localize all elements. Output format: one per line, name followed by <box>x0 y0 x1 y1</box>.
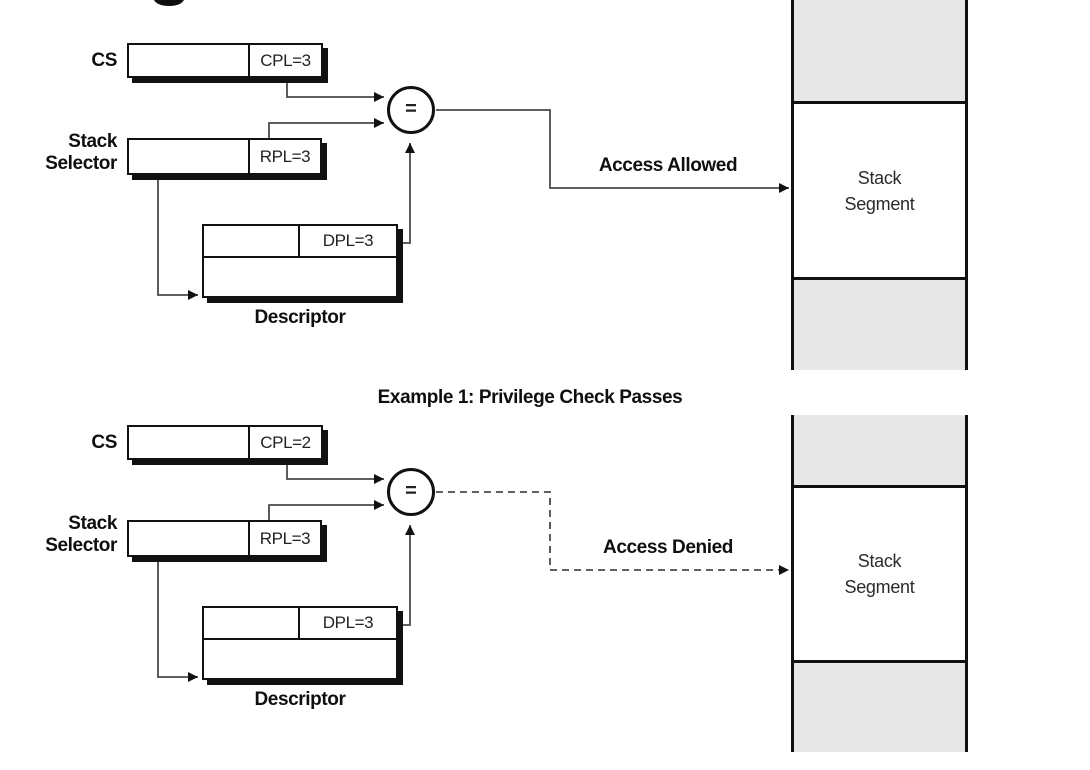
stack-selector-empty-field-2 <box>129 522 248 555</box>
stack-segment-line2: Segment <box>844 193 915 214</box>
cs-register-label: CS <box>91 50 117 71</box>
cs-selector-empty-field-2 <box>129 427 248 458</box>
descriptor-2-bottom-row <box>204 640 396 678</box>
stack-segment-box: Stack Segment <box>794 101 965 280</box>
cs-selector-empty-field <box>129 45 248 76</box>
cpl-value-2: CPL=2 <box>248 427 321 458</box>
cpl-to-comparator-arrow <box>286 78 384 102</box>
stack-selector-box-2: RPL=3 <box>127 520 322 557</box>
rpl-value: RPL=3 <box>248 140 320 173</box>
selector-to-descriptor-arrow <box>157 175 198 300</box>
descriptor-box: DPL=3 <box>202 224 398 298</box>
rpl-to-comparator-arrow <box>268 118 384 138</box>
descriptor-top-row: DPL=3 <box>204 226 396 258</box>
equals-comparator-circle: = <box>387 86 435 134</box>
stack-selector-label-line2: Selector <box>45 153 117 174</box>
cpl2-to-comparator-arrow <box>286 460 384 484</box>
cs-register-box: CPL=3 <box>127 43 323 78</box>
rpl-value-2: RPL=3 <box>248 522 320 555</box>
memory-column-2: Stack Segment <box>791 415 968 752</box>
cs-register-box-2: CPL=2 <box>127 425 323 460</box>
cpl-value: CPL=3 <box>248 45 321 76</box>
access-denied-label: Access Denied <box>603 537 733 558</box>
access-allowed-label: Access Allowed <box>598 155 738 176</box>
descriptor-2-empty-field <box>204 608 298 638</box>
dpl2-to-comparator-arrow <box>398 525 415 626</box>
stack-selector-label: Stack Selector <box>30 131 117 175</box>
descriptor-box-2: DPL=3 <box>202 606 398 680</box>
descriptor-2-top-row: DPL=3 <box>204 608 396 640</box>
cropped-character-artifact <box>154 0 184 6</box>
dpl-to-comparator-arrow <box>398 143 415 244</box>
memory-column: Stack Segment <box>791 0 968 370</box>
stack-segment-line1: Stack <box>857 167 902 188</box>
descriptor-label: Descriptor <box>254 307 346 328</box>
stack-selector-label-2-line2: Selector <box>45 535 117 556</box>
stack-segment-2-line1: Stack <box>857 551 902 571</box>
descriptor-label-2: Descriptor <box>254 689 346 710</box>
equals-comparator-circle-2: = <box>387 468 435 516</box>
stack-selector-box: RPL=3 <box>127 138 322 175</box>
stack-selector-label-line1: Stack <box>68 131 117 152</box>
stack-selector-label-2-line1: Stack <box>68 513 117 534</box>
stack-segment-2-line2: Segment <box>844 577 915 597</box>
rpl2-to-comparator-arrow <box>268 500 384 520</box>
dpl-value-2: DPL=3 <box>298 608 396 638</box>
selector2-to-descriptor-arrow <box>157 557 198 682</box>
stack-segment-box-2: Stack Segment <box>794 485 965 663</box>
stack-selector-empty-field <box>129 140 248 173</box>
dpl-value: DPL=3 <box>298 226 396 256</box>
access-allowed-arrow <box>436 109 789 193</box>
descriptor-bottom-row <box>204 258 396 296</box>
example-caption: Example 1: Privilege Check Passes <box>377 387 683 408</box>
cs-register-label-2: CS <box>91 432 117 453</box>
stack-selector-label-2: Stack Selector <box>30 513 117 557</box>
descriptor-empty-field <box>204 226 298 256</box>
